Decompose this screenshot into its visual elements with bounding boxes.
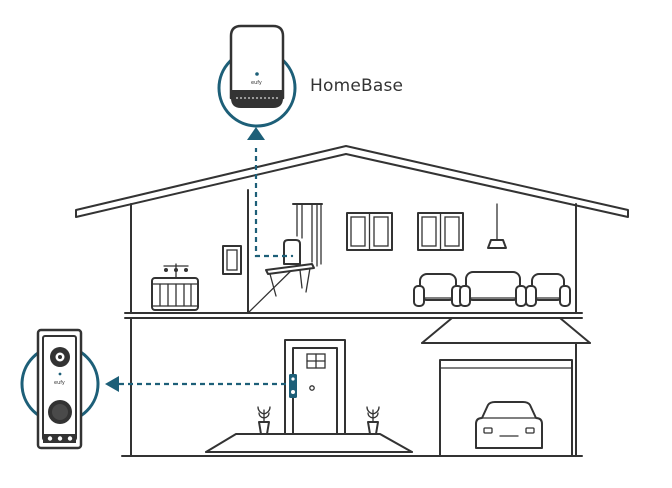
armchair-left [413, 273, 463, 307]
homebase-label: HomeBase [310, 76, 404, 96]
car-icon [475, 401, 543, 449]
homebase-hub-icon: eufy [217, 24, 297, 128]
plant-left [257, 406, 271, 435]
window-left [346, 212, 393, 251]
porch [205, 433, 413, 453]
connection-doorbell-to-device [105, 376, 286, 392]
doorbell-brand-text: eufy [54, 380, 65, 386]
plant-right [366, 406, 380, 435]
crib [151, 277, 199, 311]
homebase-brand-text: eufy [251, 80, 262, 86]
doorbell-small-icon [289, 374, 297, 398]
garage [421, 317, 591, 457]
picture-frame [222, 245, 242, 275]
house-upper-floor [124, 189, 583, 319]
window-right [417, 212, 464, 251]
armchair-right [525, 273, 571, 307]
homebase-small-icon [283, 239, 301, 265]
ceiling-lamp [487, 203, 507, 249]
sofa [459, 271, 527, 307]
side-table [265, 263, 315, 297]
crib-mobile [163, 263, 189, 279]
roof [75, 145, 629, 218]
connection-homebase-to-cloud [247, 127, 287, 258]
video-doorbell-icon: eufy [20, 328, 100, 450]
curtain [292, 203, 323, 267]
